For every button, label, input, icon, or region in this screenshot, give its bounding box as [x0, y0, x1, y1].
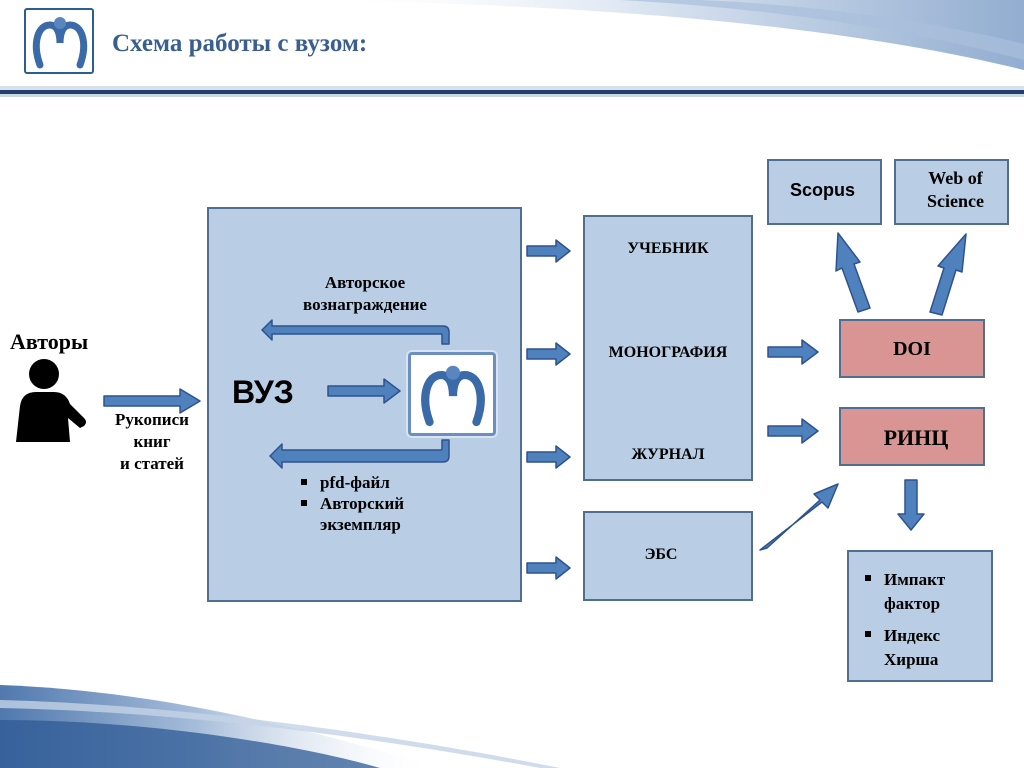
metrics-list: Импакт фактор Индекс Хирша: [862, 568, 945, 672]
ebs-box: [583, 511, 753, 601]
doi-label: DOI: [893, 338, 931, 360]
bullet-item: pfd-файл: [298, 472, 404, 493]
monograph-label: МОНОГРАФИЯ: [608, 344, 728, 361]
metric-item: Импакт фактор: [862, 568, 945, 616]
arrow-to-monograph: [526, 342, 571, 366]
reward-label: Авторское вознаграждение: [270, 272, 460, 316]
manuscripts-line: и статей: [120, 454, 184, 473]
rinc-box: [839, 407, 985, 466]
journal-label: ЖУРНАЛ: [631, 446, 705, 463]
university-label: ВУЗ: [232, 374, 294, 410]
manuscripts-label: Рукописи книг и статей: [100, 409, 204, 475]
textbook-label: УЧЕБНИК: [627, 240, 709, 257]
bullet-item-continued: экземпляр: [320, 515, 401, 534]
person-icon: [16, 359, 86, 442]
arrow-to-ebs: [526, 556, 571, 580]
university-m-logo-icon: [32, 17, 88, 69]
metric-item: Индекс Хирша: [862, 624, 945, 672]
manuscripts-line: Рукописи: [115, 410, 189, 429]
arrow-doi-to-wos: [929, 233, 967, 316]
web-of-science-line: Web of: [928, 168, 983, 188]
metric-line: Импакт: [884, 570, 946, 589]
university-logo: [408, 352, 496, 436]
arrow-to-textbook: [526, 239, 571, 263]
scopus-box: [767, 159, 882, 225]
arrow-reward-back: [261, 319, 450, 345]
reward-line: Авторское: [324, 273, 406, 292]
manuscripts-line: книг: [133, 432, 171, 451]
publications-box: [583, 215, 753, 481]
university-bullets: pfd-файл Авторский экземпляр: [298, 472, 404, 535]
metric-line: Индекс: [884, 626, 941, 645]
ebs-label: ЭБС: [644, 546, 678, 563]
web-of-science-label: Web of Science: [898, 167, 1013, 213]
rinc-label: РИНЦ: [883, 425, 949, 450]
metric-line: Хирша: [884, 650, 939, 669]
page-title: Схема работы с вузом:: [112, 30, 368, 57]
reward-line: вознаграждение: [303, 295, 427, 314]
authors-label: Авторы: [10, 329, 89, 354]
metric-line: фактор: [884, 594, 941, 613]
arrow-ebs-to-rinc: [759, 483, 839, 551]
web-of-science-box: [894, 159, 1009, 225]
bullet-item: Авторский: [298, 493, 404, 514]
arrow-to-journal: [526, 445, 571, 469]
header-logo: [24, 8, 94, 74]
doi-box: [839, 319, 985, 378]
arrow-authors-to-university: [103, 388, 201, 414]
university-m-logo-icon: [421, 365, 485, 427]
web-of-science-line: Science: [927, 191, 984, 211]
arrow-rinc-to-metrics: [897, 479, 925, 531]
arrow-to-rinc: [767, 418, 819, 444]
arrow-doi-to-scopus: [835, 232, 871, 313]
arrow-vuz-to-logo: [327, 378, 401, 404]
scopus-label: Scopus: [789, 180, 855, 200]
metrics-box: [847, 550, 993, 682]
arrow-files-back: [269, 439, 450, 469]
arrow-to-doi: [767, 339, 819, 365]
